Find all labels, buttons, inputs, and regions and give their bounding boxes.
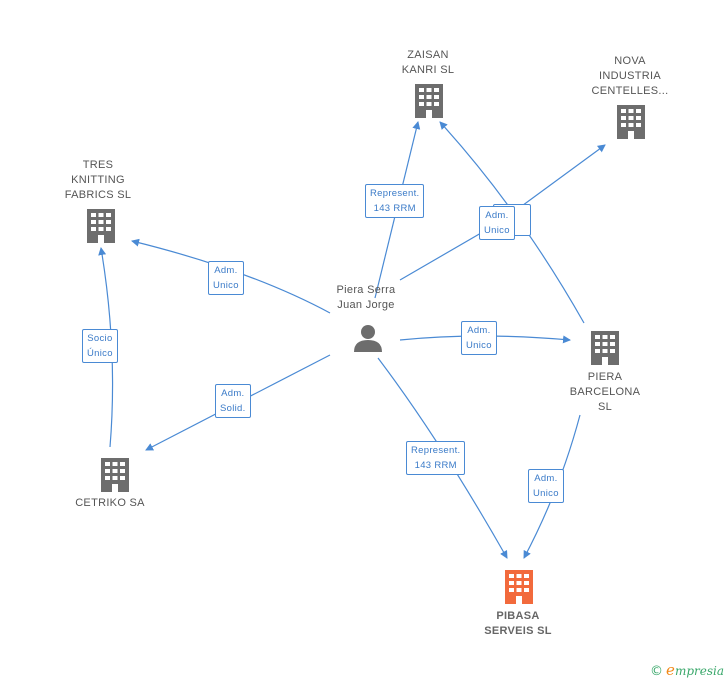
node-label-nova[interactable]: NOVA INDUSTRIA CENTELLES... <box>591 55 669 97</box>
edge-label-adm-solid[interactable]: Adm. Solid. <box>215 384 251 418</box>
brand-e: e <box>666 661 675 679</box>
building-icon[interactable] <box>415 84 443 118</box>
node-label-piera-barcelona[interactable]: PIERA BARCELONA SL <box>569 371 641 413</box>
node-label-person[interactable]: Piera Serra Juan Jorge <box>336 284 396 311</box>
node-label-pibasa[interactable]: PIBASA SERVEIS SL <box>484 610 552 637</box>
building-icon[interactable] <box>591 331 619 365</box>
edge-label-adm-piera[interactable]: Adm. Unico <box>461 321 497 355</box>
empresia-watermark: ©empresia <box>650 661 724 679</box>
edge-label-represent-pibasa[interactable]: Represent. 143 RRM <box>406 441 466 475</box>
person-icon[interactable] <box>354 325 382 352</box>
node-label-tres[interactable]: TRES KNITTING FABRICS SL <box>64 159 132 201</box>
edge-label-adm-nova[interactable]: Adm. Unico <box>479 206 515 240</box>
node-label-cetriko[interactable]: CETRIKO SA <box>75 497 145 509</box>
building-icon[interactable] <box>505 570 533 604</box>
building-icon[interactable] <box>101 458 129 492</box>
node-label-zaisan[interactable]: ZAISAN KANRI SL <box>401 49 455 76</box>
copyright-icon: © <box>650 664 664 679</box>
brand-name: mpresia <box>674 664 724 678</box>
edge-label-socio[interactable]: Socio Único <box>82 329 118 363</box>
edge-label-adm-pibasa[interactable]: Adm. Unico <box>528 469 564 503</box>
edge-label-represent-zaisan[interactable]: Represent. 143 RRM <box>365 184 425 218</box>
building-icon[interactable] <box>617 105 645 139</box>
building-icon[interactable] <box>87 209 115 243</box>
edge-label-adm-tres[interactable]: Adm. Unico <box>208 261 244 295</box>
